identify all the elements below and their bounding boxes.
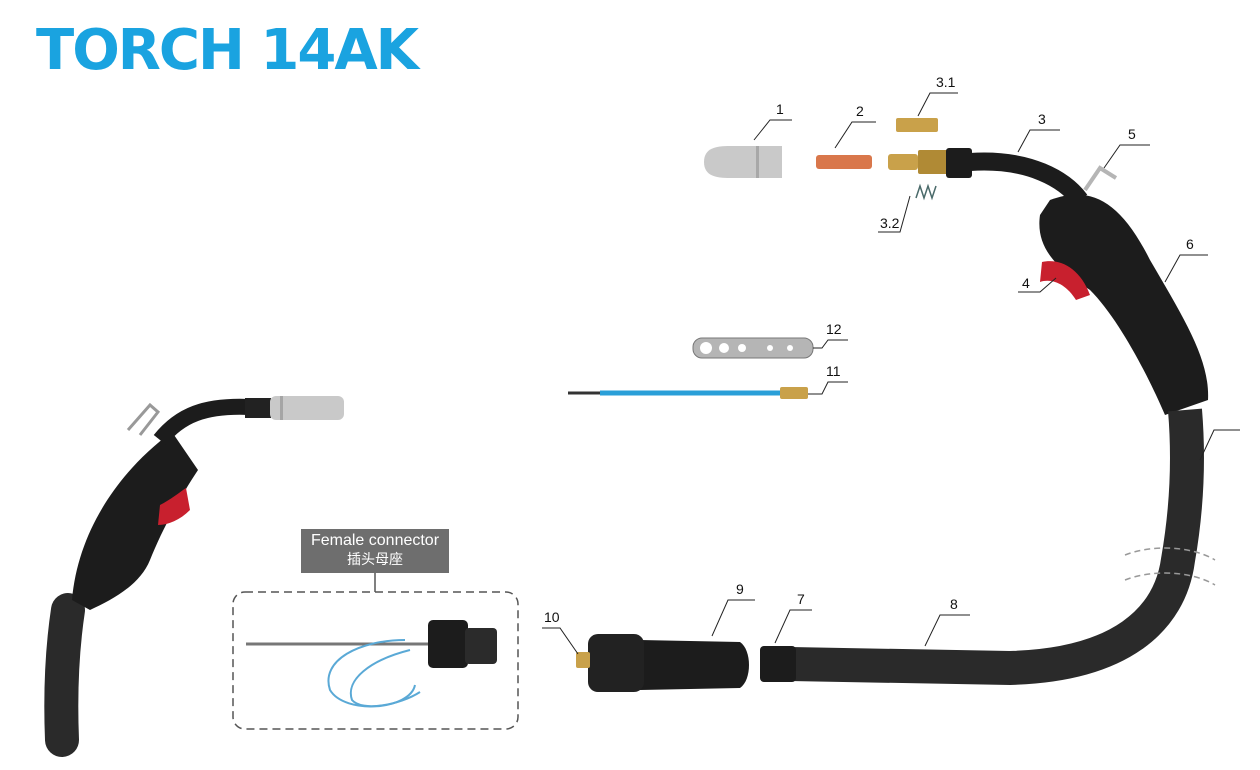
callout-6: 6	[1186, 236, 1194, 252]
callout-8: 8	[950, 596, 958, 612]
left-hanger-icon	[126, 402, 161, 436]
assembled-torch	[44, 396, 344, 757]
connector-pin	[576, 652, 590, 668]
left-collar	[245, 398, 271, 418]
callout-10: 10	[544, 609, 560, 625]
callout-3: 3	[1038, 111, 1046, 127]
cable-icon	[789, 408, 1205, 686]
female-connector-inset	[232, 573, 519, 730]
callout-4: 4	[1022, 275, 1030, 291]
nozzle-icon	[704, 146, 782, 178]
callout-5: 5	[1128, 126, 1136, 142]
consumables	[704, 118, 972, 201]
contact-tip-icon	[816, 155, 872, 169]
spanner-icon	[692, 337, 814, 359]
female-connector-label-en: Female connector	[310, 532, 440, 549]
neck-collar	[946, 148, 972, 178]
callout-11: 11	[826, 363, 841, 379]
handle-icon	[1039, 194, 1209, 415]
tip-adaptor-small-icon	[896, 118, 938, 132]
cable-break	[1124, 547, 1216, 586]
female-connector-label-cn: 插头母座	[347, 552, 403, 568]
callout-labels: 1 2 3 3.1 3.2 4 5 6 7 8 9 10 11 12	[544, 74, 1194, 625]
gooseneck	[969, 152, 1088, 206]
callout-2: 2	[856, 103, 864, 119]
nozzle-groove	[756, 146, 759, 178]
female-connector-label: Female connector 插头母座	[301, 529, 449, 573]
left-neck	[153, 398, 251, 446]
callout-7: 7	[797, 591, 805, 607]
hanger-icon	[1083, 165, 1118, 192]
page-title: TORCH 14AK	[36, 18, 419, 83]
left-nozzle-groove	[280, 396, 283, 420]
inset-wire-1	[327, 639, 416, 708]
connector-icon	[588, 634, 644, 692]
inset-wire-2	[349, 649, 421, 708]
inset-socket-thread	[465, 628, 497, 664]
left-cable	[44, 593, 85, 757]
trigger-icon	[1040, 261, 1090, 300]
tip-holder-icon	[888, 154, 918, 170]
tip-holder-thread	[918, 150, 948, 174]
callout-3-2: 3.2	[880, 215, 900, 231]
connector-body	[640, 640, 749, 690]
cable-sleeve	[760, 646, 796, 682]
left-trigger	[158, 488, 190, 525]
left-handle	[72, 432, 198, 610]
liner-icon	[568, 387, 808, 399]
spring-icon	[915, 183, 937, 201]
main-torch	[576, 152, 1216, 692]
callout-9: 9	[736, 581, 744, 597]
callout-3-1: 3.1	[936, 74, 956, 90]
left-nozzle-icon	[270, 396, 344, 420]
inset-socket-icon	[428, 620, 468, 668]
callout-leaders	[542, 92, 1240, 655]
callout-12: 12	[826, 321, 842, 337]
callout-1: 1	[776, 101, 784, 117]
